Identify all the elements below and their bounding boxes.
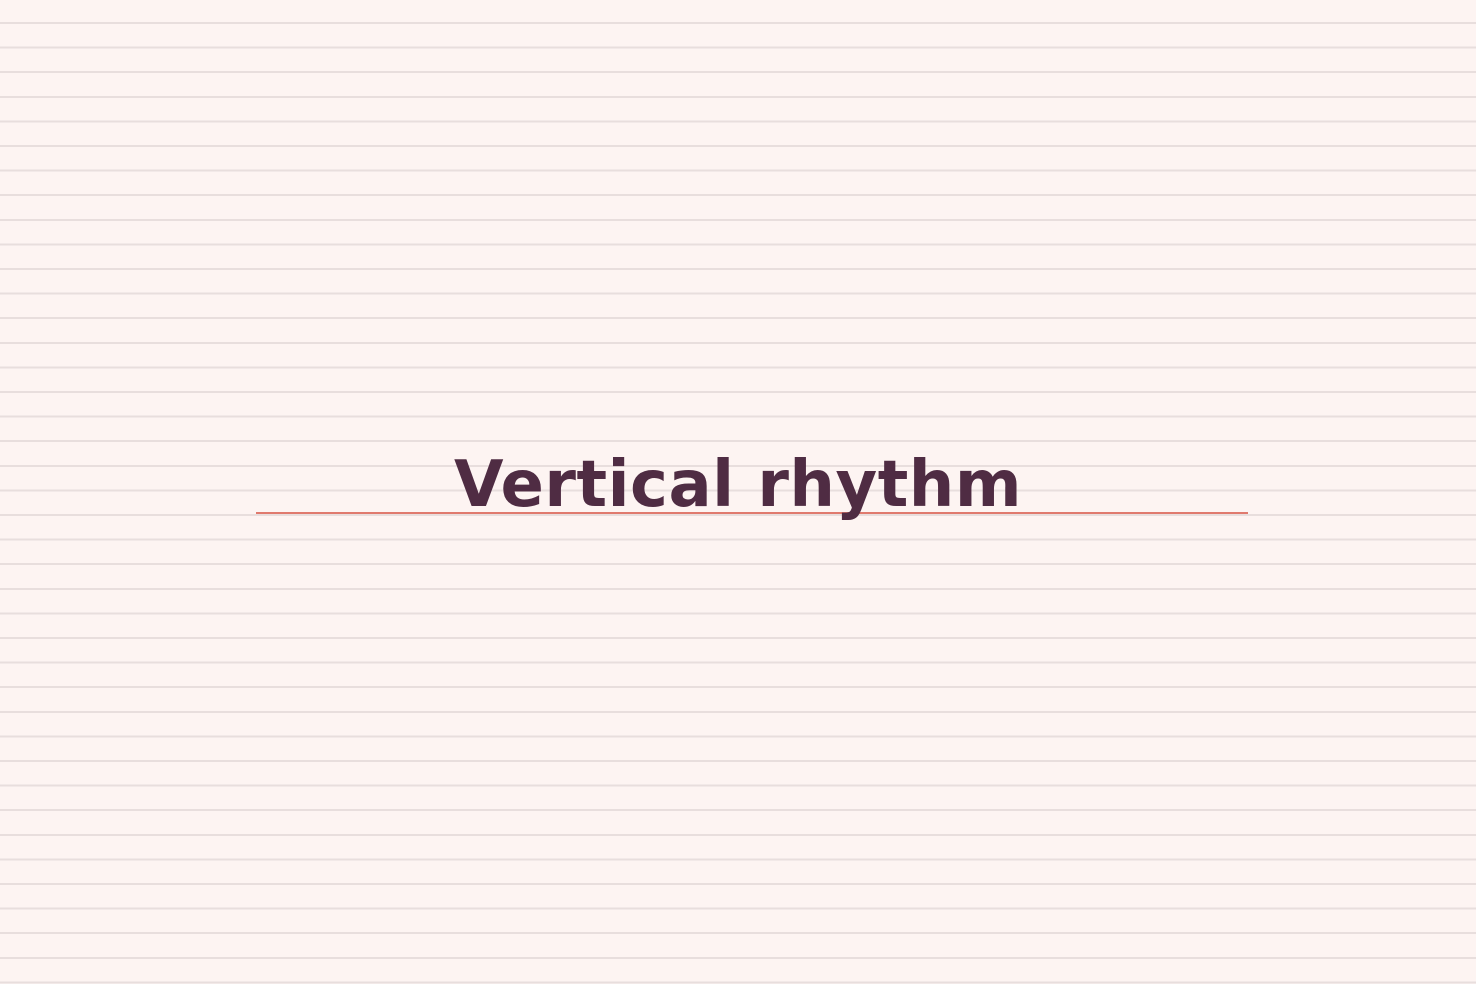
baseline-rule [256,512,1248,514]
headline: Vertical rhythm [453,448,1023,522]
